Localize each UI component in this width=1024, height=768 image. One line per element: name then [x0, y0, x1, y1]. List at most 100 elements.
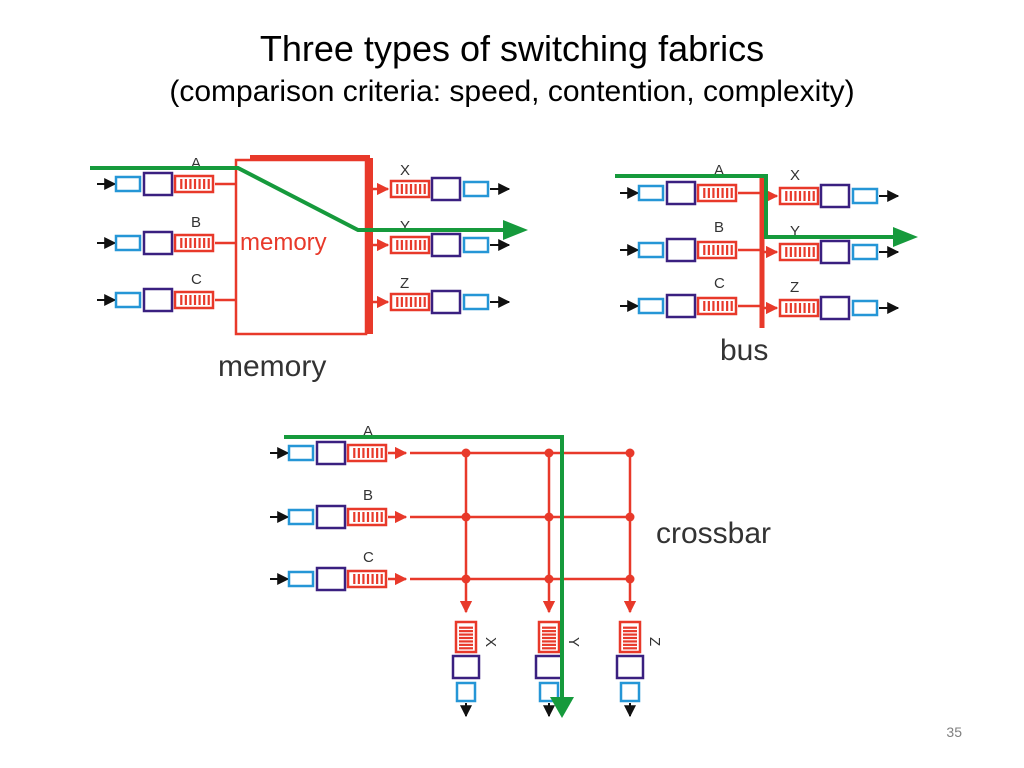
output-port [389, 232, 511, 258]
line-termination-box [114, 291, 142, 309]
line-termination-box [538, 681, 560, 703]
input-port [270, 566, 388, 592]
output-queue [454, 620, 478, 654]
crossbar-caption: crossbar [656, 517, 771, 550]
line-termination-box [287, 444, 315, 462]
input-label: A [363, 423, 373, 440]
link-layer-box [665, 237, 697, 263]
input-port [620, 237, 738, 263]
output-port [534, 620, 564, 718]
line-termination-box [462, 180, 490, 198]
output-label: Z [790, 279, 799, 296]
link-layer-box [315, 566, 347, 592]
input-port [620, 293, 738, 319]
input-queue [173, 233, 215, 253]
output-queue [618, 620, 642, 654]
crosspoint [625, 574, 635, 584]
crosspoint [544, 574, 554, 584]
link-layer-box [142, 171, 174, 197]
input-label: C [714, 275, 725, 292]
input-queue [696, 240, 738, 260]
output-queue [778, 298, 820, 318]
output-label: Y [400, 218, 410, 235]
input-queue [696, 296, 738, 316]
output-label: X [790, 167, 800, 184]
output-label: Y [790, 223, 800, 240]
input-queue [696, 183, 738, 203]
output-queue [537, 620, 561, 654]
output-port [615, 620, 645, 718]
output-port [389, 289, 511, 315]
input-port [97, 230, 215, 256]
input-label: A [191, 155, 201, 172]
link-layer-box [430, 289, 462, 315]
crosspoint [461, 448, 471, 458]
output-port [451, 620, 481, 718]
line-termination-box [462, 236, 490, 254]
link-layer-box [819, 295, 851, 321]
link-layer-box [819, 183, 851, 209]
crosspoint [461, 574, 471, 584]
line-termination-box [851, 299, 879, 317]
output-port [389, 176, 511, 202]
output-queue [389, 292, 431, 312]
link-layer-box [430, 232, 462, 258]
input-port [270, 440, 388, 466]
input-label: A [714, 162, 724, 179]
output-label: Z [400, 275, 409, 292]
slide-title: Three types of switching fabrics (compar… [0, 26, 1024, 112]
link-layer-box [665, 180, 697, 206]
output-label: Z [646, 637, 663, 646]
input-label: B [714, 219, 724, 236]
line-termination-box [851, 187, 879, 205]
output-label: X [482, 637, 499, 647]
line-termination-box [455, 681, 477, 703]
crosspoint [544, 448, 554, 458]
output-port [778, 183, 900, 209]
line-termination-box [851, 243, 879, 261]
output-port [778, 239, 900, 265]
line-termination-box [637, 297, 665, 315]
link-layer-box [315, 504, 347, 530]
input-queue [346, 507, 388, 527]
input-label: B [363, 487, 373, 504]
input-queue [346, 569, 388, 589]
link-layer-box [142, 230, 174, 256]
link-layer-box [534, 654, 564, 680]
memory-block [234, 158, 368, 336]
memory-caption: memory [218, 350, 326, 383]
input-port [97, 171, 215, 197]
line-termination-box [637, 184, 665, 202]
title: Three types of switching fabrics [259, 28, 765, 69]
line-termination-box [287, 508, 315, 526]
line-termination-box [462, 293, 490, 311]
output-port [778, 295, 900, 321]
packet-path-arrowhead [550, 697, 574, 718]
output-label: Y [565, 637, 582, 647]
link-layer-box [430, 176, 462, 202]
link-layer-box [315, 440, 347, 466]
subtitle: (comparison criteria: speed, contention,… [169, 75, 855, 108]
crosspoint [625, 448, 635, 458]
input-label: C [191, 271, 202, 288]
output-label: X [400, 162, 410, 179]
crosspoint [461, 512, 471, 522]
bus-caption: bus [720, 334, 768, 367]
link-layer-box [615, 654, 645, 680]
input-port [270, 504, 388, 530]
output-queue [778, 242, 820, 262]
packet-path-arrowhead [893, 227, 918, 247]
link-layer-box [142, 287, 174, 313]
output-queue [389, 235, 431, 255]
crosspoint [625, 512, 635, 522]
line-termination-box [114, 175, 142, 193]
input-label: B [191, 214, 201, 231]
input-port [620, 180, 738, 206]
input-queue [173, 290, 215, 310]
input-queue [346, 443, 388, 463]
line-termination-box [114, 234, 142, 252]
link-layer-box [665, 293, 697, 319]
